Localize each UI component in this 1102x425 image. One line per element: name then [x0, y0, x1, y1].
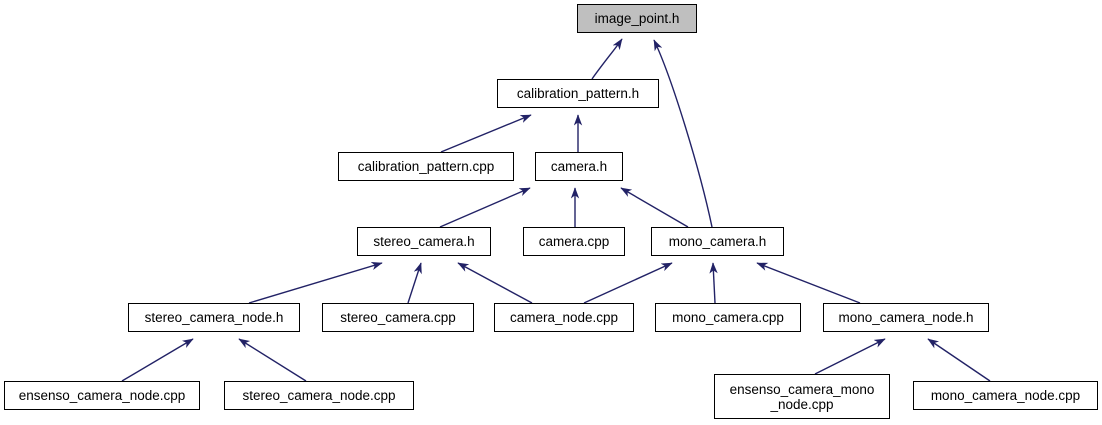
graph-node-stereo-camera-cpp[interactable]: stereo_camera.cpp	[322, 303, 474, 332]
graph-node-camera-node-cpp[interactable]: camera_node.cpp	[494, 303, 634, 332]
graph-edge-calibration-pattern-cpp-to-calibration-pattern-h	[440, 114, 532, 153]
graph-edge-ensenso-camera-node-cpp-to-stereo-camera-node-h	[121, 338, 194, 382]
graph-edge-mono-camera-cpp-to-mono-camera-h	[709, 262, 718, 304]
graph-node-image-point-h[interactable]: image_point.h	[577, 4, 697, 33]
graph-node-camera-h[interactable]: camera.h	[535, 152, 623, 181]
graph-edge-ensenso-camera-mono-node-cpp-to-mono-camera-node-h	[814, 338, 886, 375]
graph-node-mono-camera-h[interactable]: mono_camera.h	[651, 227, 784, 256]
graph-node-stereo-camera-h[interactable]: stereo_camera.h	[357, 227, 491, 256]
graph-edge-camera-node-cpp-to-mono-camera-h	[583, 262, 673, 304]
graph-edge-stereo-camera-cpp-to-stereo-camera-h	[407, 262, 422, 304]
graph-node-ensenso-camera-node-cpp[interactable]: ensenso_camera_node.cpp	[4, 381, 200, 410]
graph-edge-stereo-camera-h-to-camera-h	[439, 187, 531, 228]
graph-node-camera-cpp[interactable]: camera.cpp	[523, 227, 625, 256]
graph-node-ensenso-camera-mono-node-cpp[interactable]: ensenso_camera_mono _node.cpp	[714, 374, 890, 419]
graph-node-calibration-pattern-cpp[interactable]: calibration_pattern.cpp	[338, 152, 514, 181]
graph-edge-calibration-pattern-h-to-image-point-h	[591, 38, 623, 80]
edge-group	[121, 38, 991, 382]
graph-node-mono-camera-node-h[interactable]: mono_camera_node.h	[823, 303, 989, 332]
graph-edge-stereo-camera-node-cpp-to-stereo-camera-node-h	[238, 338, 307, 382]
graph-node-stereo-camera-node-cpp[interactable]: stereo_camera_node.cpp	[224, 381, 414, 410]
graph-edge-mono-camera-node-cpp-to-mono-camera-node-h	[927, 338, 991, 382]
graph-node-mono-camera-node-cpp[interactable]: mono_camera_node.cpp	[913, 381, 1098, 410]
graph-edge-camera-node-cpp-to-stereo-camera-h	[457, 262, 533, 304]
graph-edge-mono-camera-node-h-to-mono-camera-h	[756, 262, 861, 304]
graph-node-stereo-camera-node-h[interactable]: stereo_camera_node.h	[128, 303, 300, 332]
graph-node-calibration-pattern-h[interactable]: calibration_pattern.h	[497, 79, 659, 108]
graph-node-mono-camera-cpp[interactable]: mono_camera.cpp	[655, 303, 801, 332]
graph-edge-stereo-camera-node-h-to-stereo-camera-h	[248, 262, 383, 304]
graph-edge-mono-camera-h-to-camera-h	[620, 187, 689, 228]
graph-edge-mono-camera-h-to-image-point-h	[653, 39, 713, 228]
